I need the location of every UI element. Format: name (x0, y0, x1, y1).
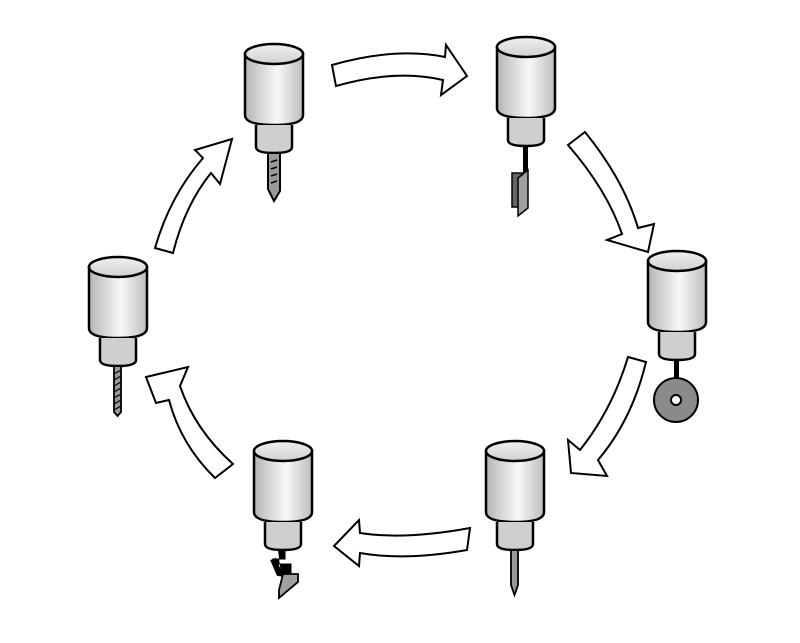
spindle-engraving-point-icon (484, 439, 546, 598)
spindle-drill-icon (87, 255, 149, 418)
spindle-tap-icon (243, 42, 305, 204)
cycle-arrow-6 (153, 137, 234, 255)
cycle-arrow-5 (144, 365, 235, 480)
spindle-hook-tool-icon (252, 439, 314, 600)
cycle-arrow-3 (566, 355, 648, 478)
spindle-saw-disc-icon (646, 249, 708, 423)
cycle-arrow-1 (330, 42, 469, 98)
cycle-arrow-2 (566, 130, 656, 254)
cycle-arrow-4 (332, 517, 472, 568)
spindle-t-slot-cutter-icon (495, 35, 557, 218)
